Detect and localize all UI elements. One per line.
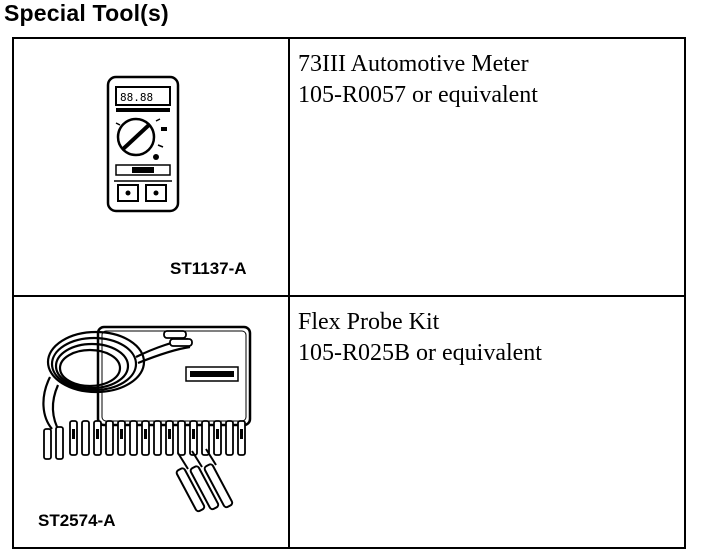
figure-code: ST1137-A xyxy=(170,259,247,278)
figure-code: ST2574-A xyxy=(38,511,116,530)
tool-illustration-cell: ST2574-A xyxy=(14,297,290,547)
tool-row-probe-kit: ST2574-A Flex Probe Kit 105-R025B or equ… xyxy=(14,297,684,547)
tool-description-cell: Flex Probe Kit 105-R025B or equivalent xyxy=(290,297,684,547)
flex-probe-kit-icon xyxy=(42,325,252,513)
special-tools-table: 88.88 ST1137-A xyxy=(12,37,686,549)
tool-row-meter: 88.88 ST1137-A xyxy=(14,39,684,297)
tool-description-cell: 73III Automotive Meter 105-R0057 or equi… xyxy=(290,39,684,295)
multimeter-icon: 88.88 xyxy=(106,75,180,213)
tool-name: Flex Probe Kit xyxy=(298,309,440,335)
page-heading: Special Tool(s) xyxy=(4,0,169,26)
tool-name: 73III Automotive Meter xyxy=(298,51,529,77)
tool-part-number: 105-R0057 or equivalent xyxy=(298,82,538,108)
tool-part-number: 105-R025B or equivalent xyxy=(298,340,542,366)
svg-text:88.88: 88.88 xyxy=(120,91,153,104)
tool-illustration-cell: 88.88 ST1137-A xyxy=(14,39,290,295)
